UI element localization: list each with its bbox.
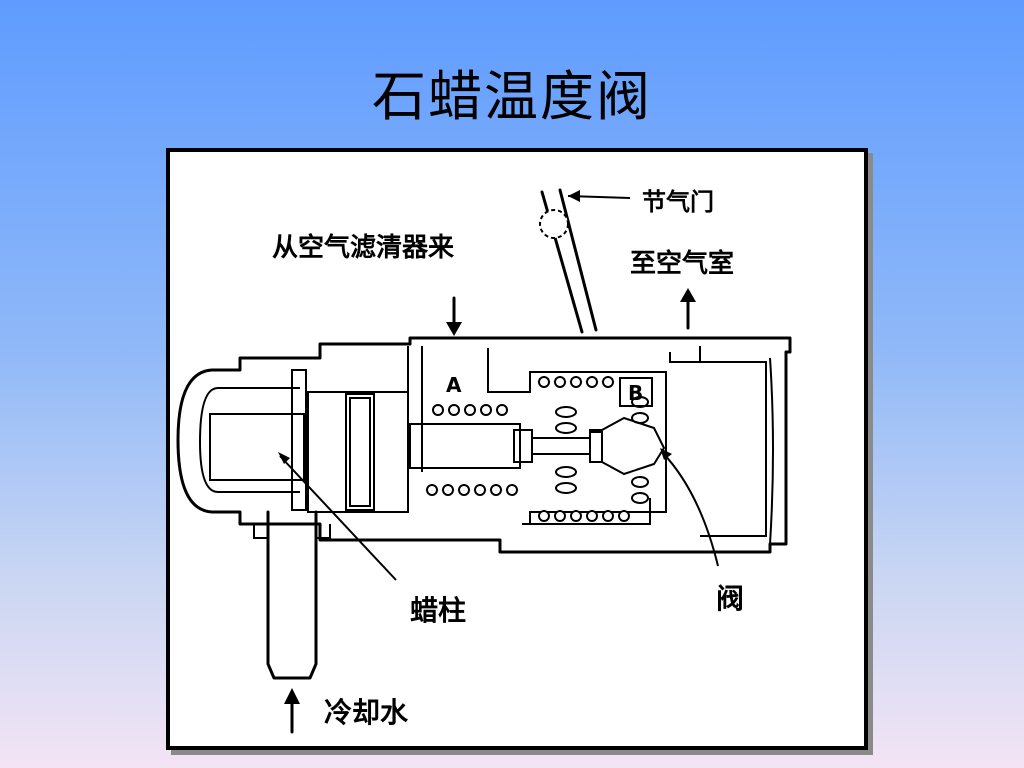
diagram-frame: 节气门 从空气滤清器来 至空气室 A B 蜡柱 阀 冷却水 xyxy=(166,148,868,750)
label-valve: 阀 xyxy=(716,582,744,615)
valve-housing xyxy=(176,336,792,554)
label-to-air-chamber: 至空气室 xyxy=(630,248,734,279)
coolant-pipe xyxy=(266,510,318,680)
valve-diagram: 节气门 从空气滤清器来 至空气室 A B 蜡柱 阀 冷却水 xyxy=(176,188,792,734)
piston-block xyxy=(307,391,409,513)
chamber-b-box xyxy=(619,377,653,407)
valve-leader xyxy=(661,451,719,567)
label-wax-column: 蜡柱 xyxy=(410,594,466,627)
spring-a-bottom xyxy=(426,484,518,496)
valve-spring-stack xyxy=(555,396,649,504)
label-from-air-filter: 从空气滤清器来 xyxy=(272,232,455,263)
wax-stem xyxy=(291,369,307,511)
label-chamber-b: B xyxy=(628,381,643,405)
label-throttle: 节气门 xyxy=(642,188,714,216)
throttle-pivot xyxy=(539,209,569,239)
slide-title: 石蜡温度阀 xyxy=(372,65,652,128)
plunger xyxy=(409,423,521,469)
wax-cavity xyxy=(209,413,305,481)
label-coolant: 冷却水 xyxy=(324,696,409,729)
wax-reservoir xyxy=(198,387,300,493)
label-chamber-a: A xyxy=(446,373,462,397)
spring-b-top xyxy=(538,376,614,388)
spring-a-top xyxy=(432,404,508,416)
wax-leader xyxy=(279,455,397,581)
seal-ring xyxy=(345,393,375,511)
valve-body xyxy=(531,416,666,476)
spring-b-bottom xyxy=(538,510,630,522)
